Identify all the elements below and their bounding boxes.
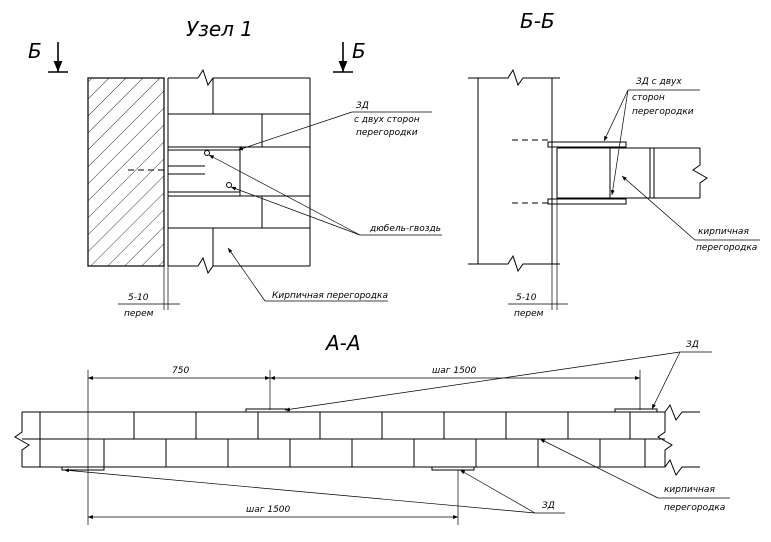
bb-gap-note: перем: [514, 309, 544, 319]
bb-tie-label-2: сторон: [632, 93, 665, 103]
node1-view: Узел 1 Б Б: [28, 17, 442, 319]
aa-partition-label-2: перегородка: [664, 503, 725, 513]
concrete-wall: [87, 77, 165, 267]
section-mark-right: Б: [333, 39, 366, 73]
aa-dim-750: 750: [172, 366, 189, 376]
section-mark-right-letter: Б: [352, 39, 366, 63]
bb-tie-label-3: перегородки: [632, 107, 694, 117]
node1-title: Узел 1: [186, 17, 253, 41]
node1-gap-note: перем: [124, 309, 154, 319]
aa-tie-label-bottom: ЗД: [542, 501, 555, 511]
node1-gap-value: 5-10: [128, 293, 149, 303]
section-mark-left-letter: Б: [28, 39, 42, 63]
aa-tie-label-top: ЗД: [686, 340, 699, 350]
bb-partition-label-2: перегородка: [696, 243, 757, 253]
node1-tie-label: ЗД: [356, 101, 369, 111]
aa-partition-label-1: кирпичная: [664, 485, 715, 495]
bb-tie-label-1: ЗД с двух: [636, 77, 682, 87]
node1-partition-label: Кирпичная перегородка: [272, 291, 388, 301]
bb-partition-label-1: кирпичная: [698, 227, 749, 237]
brick-courses-aa: [39, 412, 646, 467]
section-mark-left: Б: [28, 39, 68, 73]
node1-tie-sides-line2: перегородки: [356, 128, 418, 138]
section-bb-title: Б-Б: [520, 9, 555, 33]
section-aa-title: А-А: [324, 331, 361, 355]
aa-dim-step-bottom: шаг 1500: [246, 505, 291, 515]
section-bb-view: Б-Б ЗД с двух сторон перегородки: [468, 9, 760, 319]
node1-dowel-label: дюбель-гвоздь: [369, 224, 441, 234]
bb-gap-value: 5-10: [516, 293, 537, 303]
node1-tie-sides-line1: с двух сторон: [354, 115, 420, 125]
aa-dim-step-top: шаг 1500: [432, 366, 477, 376]
brick-partition-bb: [512, 139, 708, 205]
section-aa-view: А-А: [14, 331, 730, 525]
